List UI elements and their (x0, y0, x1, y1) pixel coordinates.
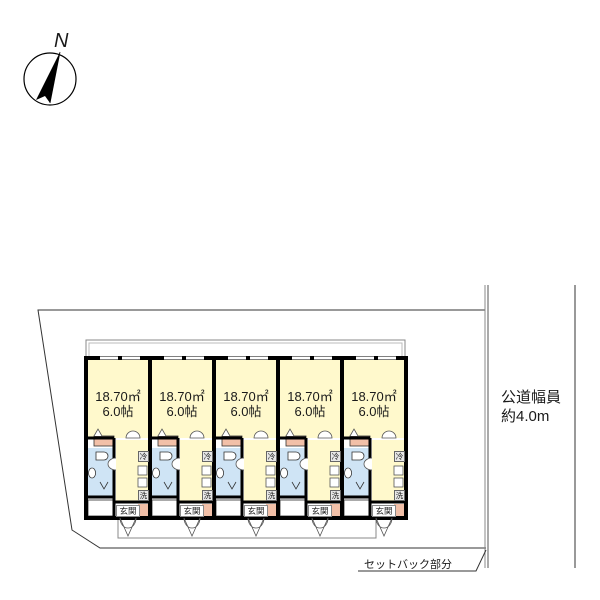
genkan-label: 玄関 (308, 505, 332, 517)
site-boundary (37, 309, 486, 549)
room-area-sqm: 18.70㎡ (223, 389, 269, 404)
genkan-label: 玄関 (244, 505, 268, 517)
fridge-label: 冷 (330, 451, 341, 462)
genkan-label: 玄関 (372, 505, 396, 517)
room-area-tatami: 6.0帖 (294, 404, 326, 419)
fridge-label: 冷 (202, 451, 213, 462)
genkan-label: 玄関 (116, 505, 140, 517)
room-area-sqm: 18.70㎡ (287, 389, 333, 404)
road-label-line2: 約4.0m (501, 408, 550, 425)
setback-label: セットバック部分 (364, 559, 452, 571)
washer-label: 洗 (394, 490, 405, 501)
north-label: N (54, 30, 69, 52)
road-label-line1: 公道幅員 (501, 389, 562, 406)
north-arrow-icon (23, 51, 77, 106)
room-area-tatami: 6.0帖 (166, 404, 198, 419)
washer-label: 洗 (138, 490, 149, 501)
room-area-tatami: 6.0帖 (230, 404, 262, 419)
room-area-sqm: 18.70㎡ (159, 389, 205, 404)
room-area-tatami: 6.0帖 (358, 404, 390, 419)
fridge-label: 冷 (266, 451, 277, 462)
room-area-sqm: 18.70㎡ (95, 389, 141, 404)
washer-label: 洗 (266, 490, 277, 501)
road-width-label: 公道幅員 約4.0m (501, 388, 561, 426)
fridge-label: 冷 (138, 451, 149, 462)
room-area-tatami: 6.0帖 (102, 404, 134, 419)
genkan-label: 玄関 (180, 505, 204, 517)
washer-label: 洗 (202, 490, 213, 501)
room-area-sqm: 18.70㎡ (351, 389, 397, 404)
washer-label: 洗 (330, 490, 341, 501)
fridge-label: 冷 (394, 451, 405, 462)
